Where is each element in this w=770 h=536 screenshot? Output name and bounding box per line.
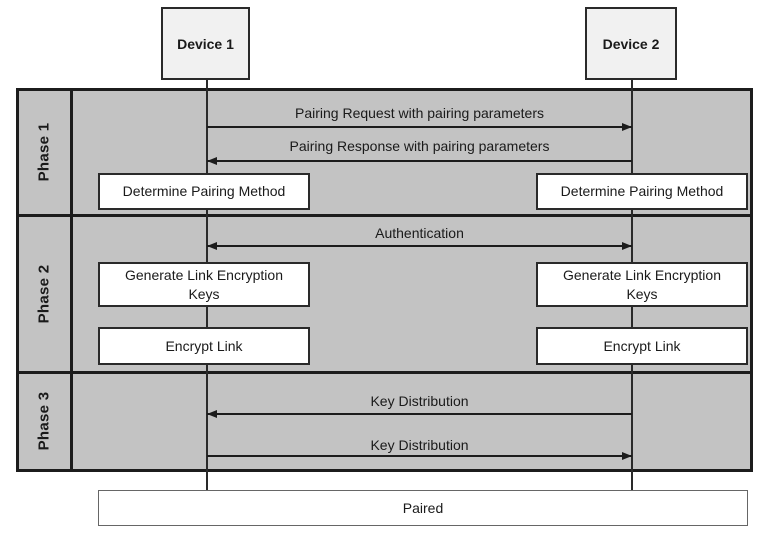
determine-pairing-method-box-right: Determine Pairing Method: [536, 173, 748, 210]
paired-label: Paired: [402, 500, 444, 516]
phase3-label: Phase 3: [35, 391, 53, 451]
device2-label: Device 2: [602, 35, 660, 52]
pairing-request-label: Pairing Request with pairing parameters: [294, 105, 544, 121]
encrypt-link-label: Encrypt Link: [603, 337, 681, 354]
pairing-response-label: Pairing Response with pairing parameters: [289, 138, 550, 154]
determine-pairing-method-box-left: Determine Pairing Method: [98, 173, 310, 210]
device1-label: Device 1: [177, 35, 234, 52]
encrypt-link-box-right: Encrypt Link: [536, 327, 748, 365]
phase1-phase2-divider: [16, 214, 753, 217]
phase2-label: Phase 2: [35, 264, 53, 324]
phase1-label: Phase 1: [35, 122, 53, 182]
key-distribution-1-arrow: [207, 410, 632, 418]
determine-pairing-method-label: Determine Pairing Method: [122, 183, 286, 200]
paired-box: Paired: [98, 490, 748, 526]
arrowhead-right-icon: [622, 123, 632, 131]
determine-pairing-method-label: Determine Pairing Method: [560, 183, 724, 200]
device2-box: Device 2: [585, 7, 677, 80]
phase2-phase3-divider: [16, 371, 753, 374]
arrowhead-right-icon: [622, 242, 632, 250]
arrowhead-left-icon: [207, 242, 217, 250]
key-distribution-2-arrow: [207, 452, 632, 460]
key-distribution-2-label: Key Distribution: [370, 437, 469, 453]
key-distribution-1-label: Key Distribution: [370, 393, 469, 409]
arrowhead-right-icon: [622, 452, 632, 460]
generate-link-encryption-keys-box-right: Generate Link Encryption Keys: [536, 262, 748, 307]
generate-link-encryption-keys-label: Generate Link Encryption Keys: [563, 267, 721, 302]
arrowhead-left-icon: [207, 410, 217, 418]
generate-link-encryption-keys-box-left: Generate Link Encryption Keys: [98, 262, 310, 307]
encrypt-link-box-left: Encrypt Link: [98, 327, 310, 365]
generate-link-encryption-keys-label: Generate Link Encryption Keys: [125, 267, 283, 302]
pairing-response-arrow: [207, 157, 632, 165]
device1-box: Device 1: [161, 7, 250, 80]
phase-label-column-divider: [70, 88, 73, 472]
pairing-request-arrow: [207, 123, 632, 131]
encrypt-link-label: Encrypt Link: [165, 337, 243, 354]
arrowhead-left-icon: [207, 157, 217, 165]
authentication-arrow: [207, 242, 632, 250]
authentication-label: Authentication: [375, 225, 464, 241]
